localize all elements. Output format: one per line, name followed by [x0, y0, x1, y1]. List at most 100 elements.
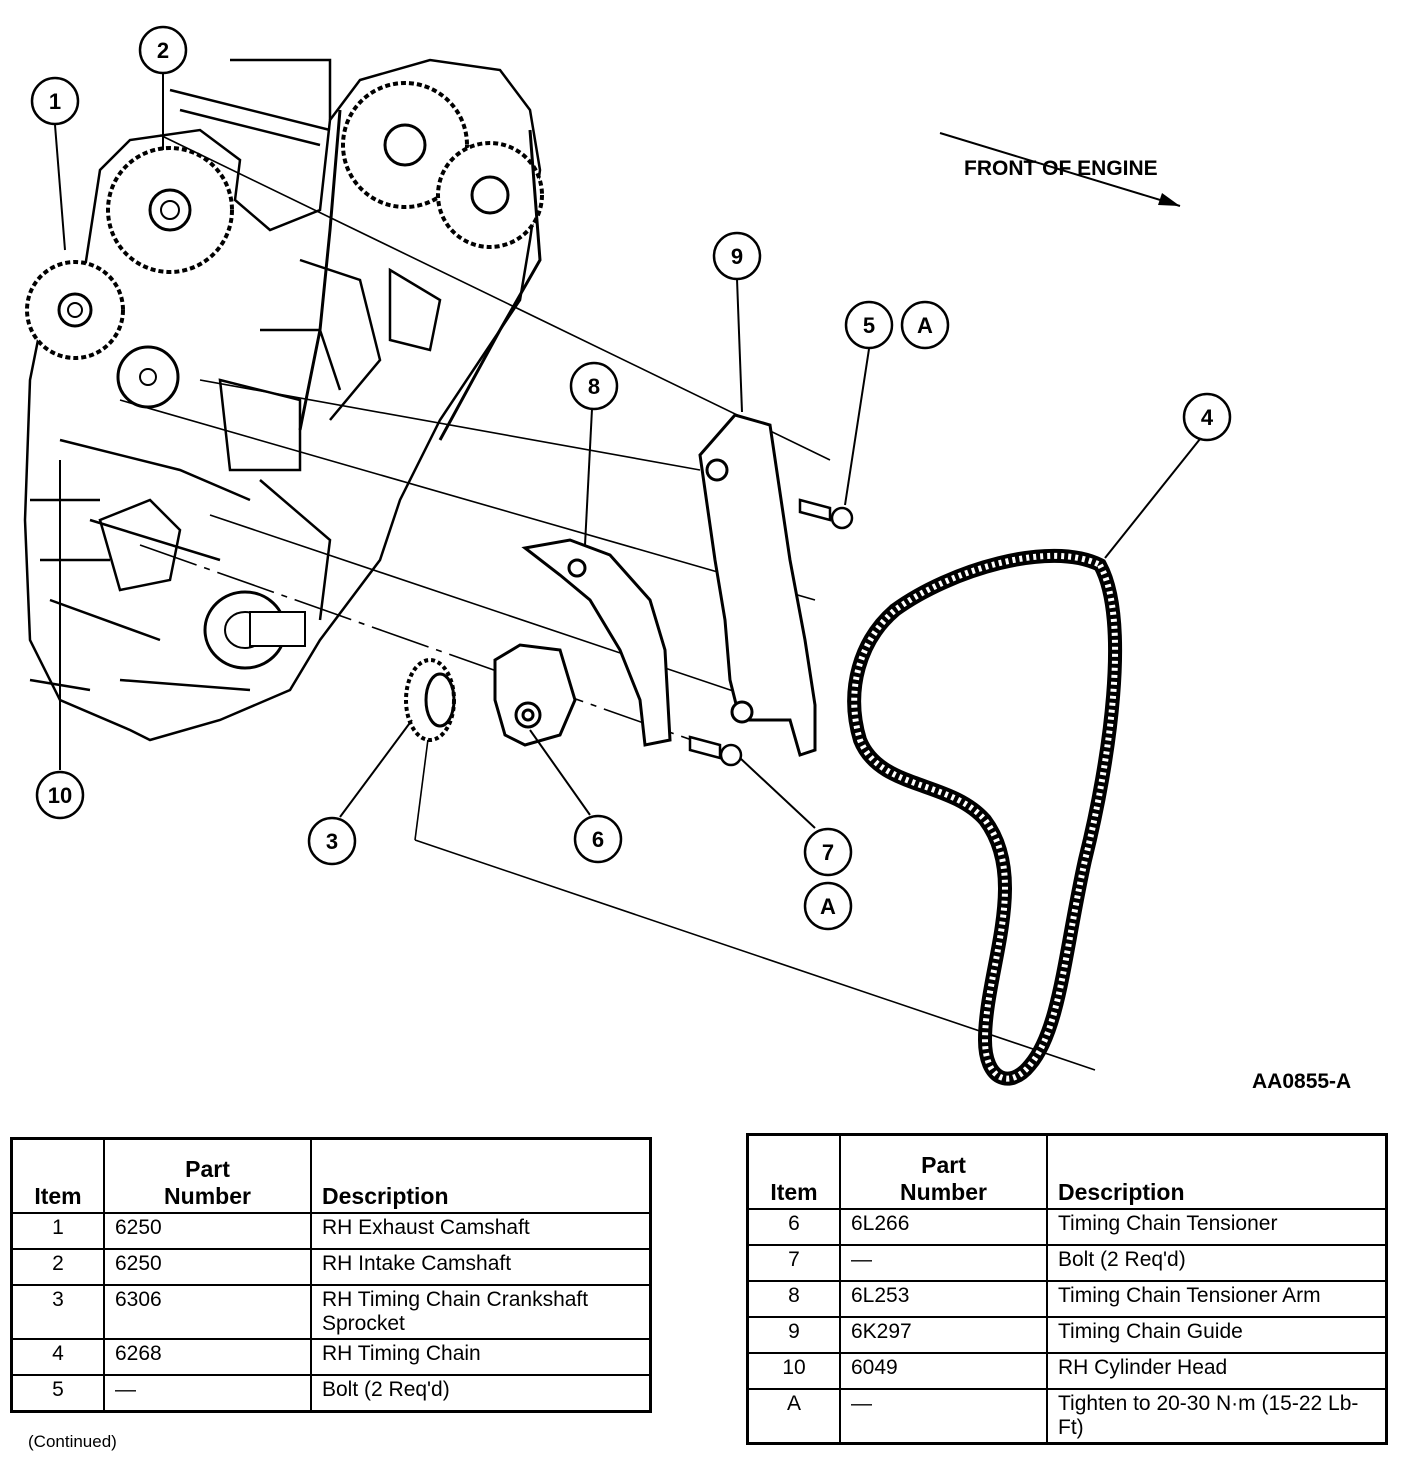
cell-description: RH Exhaust Camshaft — [310, 1212, 652, 1250]
timing-chain-guide — [698, 413, 817, 757]
callout-7: 7 — [803, 827, 853, 877]
cell-description: Timing Chain Tensioner Arm — [1046, 1280, 1388, 1318]
callout-9: 9 — [712, 231, 762, 281]
column-header-item: Item — [10, 1137, 105, 1214]
table-row: 7 — Bolt (2 Req'd) — [746, 1244, 1388, 1282]
lh-camshaft-sprocket-lower — [436, 141, 544, 249]
column-header-part-number: Part Number — [103, 1137, 312, 1214]
exploded-view-diagram: FRONT OF ENGINE AA0855-A 1 2 3 4 5 A 6 7… — [23, 25, 1351, 1093]
front-of-engine-label: FRONT OF ENGINE — [964, 157, 1158, 180]
cell-item: 7 — [746, 1244, 841, 1282]
exhaust-camshaft-sprocket — [25, 260, 125, 360]
table-row: 6 6L266 Timing Chain Tensioner — [746, 1208, 1388, 1246]
svg-text:7: 7 — [822, 840, 834, 865]
svg-text:6: 6 — [592, 827, 604, 852]
column-header-part-number: Part Number — [839, 1133, 1048, 1210]
figure-code: AA0855-A — [1252, 1070, 1351, 1093]
parts-table-right: Item Part Number Description 6 6L266 Tim… — [746, 1133, 1388, 1445]
callout-8: 8 — [569, 361, 619, 411]
cell-item: 3 — [10, 1284, 105, 1340]
svg-text:1: 1 — [49, 89, 61, 114]
part-header-line1: Part — [921, 1152, 966, 1178]
timing-chain-tensioner — [493, 643, 577, 747]
cell-part-number: 6250 — [103, 1212, 312, 1250]
cell-part-number: 6306 — [103, 1284, 312, 1340]
bolt-item-5 — [798, 498, 854, 530]
part-header-line2: Number — [900, 1179, 987, 1205]
cell-part-number: 6049 — [839, 1352, 1048, 1390]
cell-item: A — [746, 1388, 841, 1445]
table-header-row: Item Part Number Description — [746, 1133, 1388, 1210]
column-header-description: Description — [1046, 1133, 1388, 1210]
crankshaft-nose — [203, 590, 306, 670]
column-header-item: Item — [746, 1133, 841, 1210]
cell-part-number: 6K297 — [839, 1316, 1048, 1354]
front-of-engine-arrow — [939, 132, 1181, 207]
svg-text:A: A — [917, 313, 933, 338]
svg-text:A: A — [820, 894, 836, 919]
svg-text:8: 8 — [588, 374, 600, 399]
callout-3: 3 — [307, 816, 357, 866]
callout-leaders — [54, 74, 1201, 829]
table-row: 2 6250 RH Intake Camshaft — [10, 1248, 652, 1286]
cell-part-number: — — [103, 1374, 312, 1413]
timing-chain-tensioner-arm — [521, 538, 672, 747]
cell-item: 4 — [10, 1338, 105, 1376]
crankshaft-sprocket — [404, 658, 456, 742]
lh-chain-on-engine — [298, 109, 542, 441]
cell-description: RH Timing Chain Crankshaft Sprocket — [310, 1284, 652, 1340]
cell-item: 9 — [746, 1316, 841, 1354]
cell-item: 2 — [10, 1248, 105, 1286]
table-row: A — Tighten to 20-30 N·m (15-22 Lb-Ft) — [746, 1388, 1388, 1445]
table-row: 10 6049 RH Cylinder Head — [746, 1352, 1388, 1390]
cell-part-number: — — [839, 1388, 1048, 1445]
cell-description: Timing Chain Guide — [1046, 1316, 1388, 1354]
lh-camshaft-sprocket-upper — [341, 81, 469, 209]
table-header-row: Item Part Number Description — [10, 1137, 652, 1214]
table-row: 3 6306 RH Timing Chain Crankshaft Sprock… — [10, 1284, 652, 1340]
cell-description: Timing Chain Tensioner — [1046, 1208, 1388, 1246]
cell-part-number: — — [839, 1244, 1048, 1282]
cell-part-number: 6250 — [103, 1248, 312, 1286]
svg-text:2: 2 — [157, 38, 169, 63]
table-row: 9 6K297 Timing Chain Guide — [746, 1316, 1388, 1354]
bolt-item-7 — [688, 735, 743, 767]
cell-description: RH Timing Chain — [310, 1338, 652, 1376]
parts-table-left: Item Part Number Description 1 6250 RH E… — [10, 1137, 652, 1413]
column-header-description: Description — [310, 1137, 652, 1214]
intake-camshaft-sprocket — [106, 146, 234, 274]
svg-text:5: 5 — [863, 313, 875, 338]
svg-text:9: 9 — [731, 244, 743, 269]
cell-description: Bolt (2 Req'd) — [310, 1374, 652, 1413]
continued-note: (Continued) — [28, 1432, 117, 1451]
part-header-line2: Number — [164, 1183, 251, 1209]
cell-item: 8 — [746, 1280, 841, 1318]
callout-2: 2 — [138, 25, 188, 75]
part-header-line1: Part — [185, 1156, 230, 1182]
callout-1: 1 — [30, 76, 80, 126]
table-row: 8 6L253 Timing Chain Tensioner Arm — [746, 1280, 1388, 1318]
callout-5: 5 — [844, 300, 894, 350]
callout-6: 6 — [573, 814, 623, 864]
svg-text:3: 3 — [326, 829, 338, 854]
idler-pulley — [116, 345, 180, 409]
cell-part-number: 6L266 — [839, 1208, 1048, 1246]
rh-timing-chain — [847, 548, 1122, 1086]
cell-item: 6 — [746, 1208, 841, 1246]
cell-description: RH Cylinder Head — [1046, 1352, 1388, 1390]
svg-text:4: 4 — [1201, 405, 1214, 430]
cell-item: 5 — [10, 1374, 105, 1413]
callout-7-torque-a: A — [803, 881, 853, 931]
table-row: 4 6268 RH Timing Chain — [10, 1338, 652, 1376]
cell-description: Bolt (2 Req'd) — [1046, 1244, 1388, 1282]
callout-4: 4 — [1182, 392, 1232, 442]
alignment-lines — [119, 134, 1096, 1071]
cell-part-number: 6268 — [103, 1338, 312, 1376]
cell-item: 1 — [10, 1212, 105, 1250]
table-row: 5 — Bolt (2 Req'd) — [10, 1374, 652, 1413]
cell-item: 10 — [746, 1352, 841, 1390]
cell-part-number: 6L253 — [839, 1280, 1048, 1318]
cell-description: Tighten to 20-30 N·m (15-22 Lb-Ft) — [1046, 1388, 1388, 1445]
table-row: 1 6250 RH Exhaust Camshaft — [10, 1212, 652, 1250]
callout-5-torque-a: A — [900, 300, 950, 350]
